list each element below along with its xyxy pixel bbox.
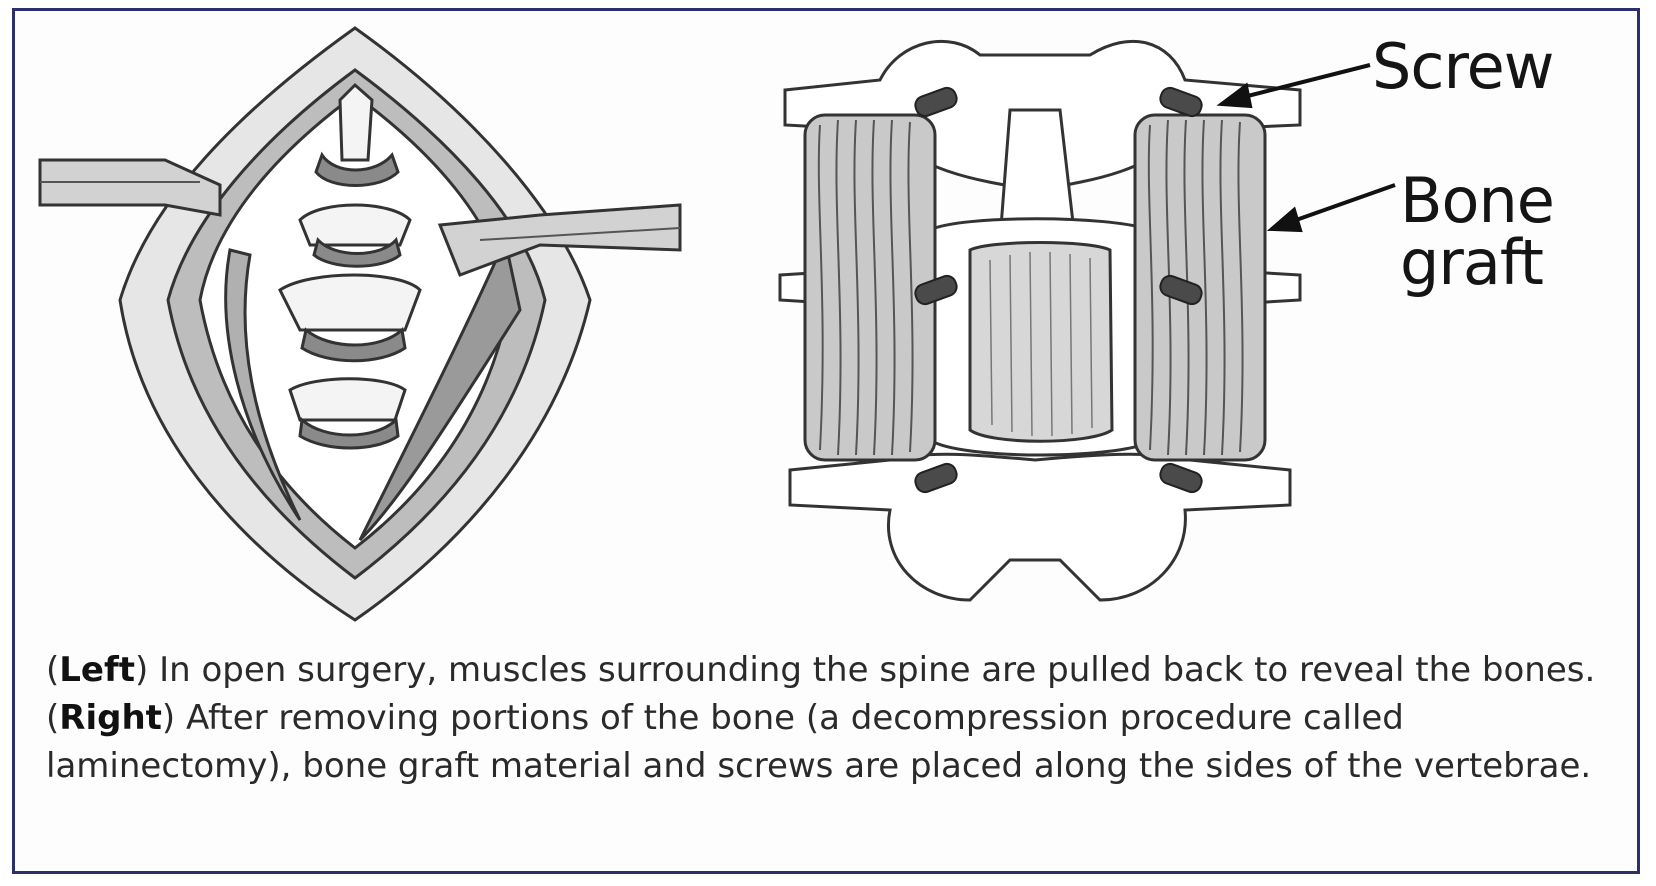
bone-graft-arrowhead-icon: [1272, 210, 1300, 230]
open-surgery-illustration: [40, 28, 680, 620]
caption-left-text: In open surgery, muscles surrounding the…: [148, 650, 1595, 690]
bone-graft-label-line1: Bone: [1400, 170, 1554, 232]
lower-vertebra: [790, 454, 1290, 600]
spinal-fusion-illustration: [780, 41, 1300, 600]
figure-caption: (Left) In open surgery, muscles surround…: [46, 646, 1606, 790]
bone-graft-leader-line: [1282, 185, 1395, 225]
bone-graft-label-line2: graft: [1400, 232, 1543, 294]
caption-left-keyword: Left: [59, 650, 135, 690]
caption-paren: (: [46, 698, 59, 738]
caption-right-text: After removing portions of the bone (a d…: [46, 698, 1591, 786]
screw-label: Screw: [1372, 36, 1553, 98]
bone-graft-left: [805, 115, 935, 460]
caption-paren: (: [46, 650, 59, 690]
retractor-left: [40, 160, 220, 215]
caption-paren: ): [162, 698, 175, 738]
caption-right-keyword: Right: [59, 698, 162, 738]
caption-paren: ): [135, 650, 148, 690]
